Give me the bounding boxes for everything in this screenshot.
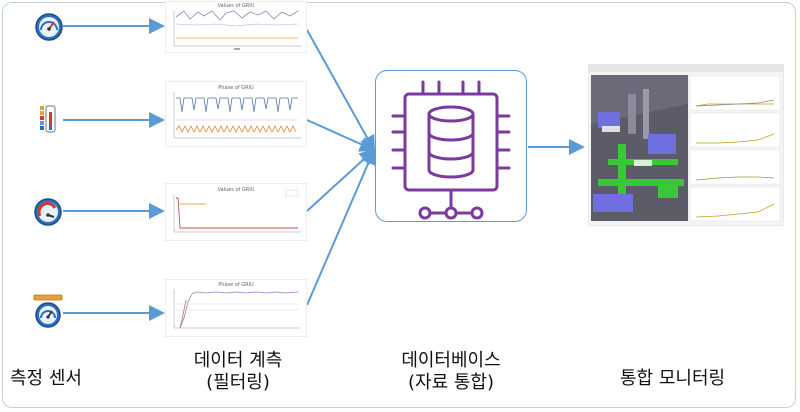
label-monitor: 통합 모니터링 [620, 368, 726, 389]
acquisition-plot-4: Phase of GRIU [166, 280, 306, 336]
speedometer-gauge-icon [35, 13, 63, 41]
plot-series [175, 23, 299, 27]
plot-title: Values of GRIU [218, 3, 255, 9]
monitoring-screenshot [588, 64, 784, 226]
label-acquisition: 데이터 계측 (필터링) [176, 350, 300, 394]
acquisition-plot-3: Values of GRIU [166, 184, 306, 240]
plot-series [179, 291, 299, 329]
gauge-with-sensor-bar-icon [33, 294, 63, 328]
plot-series [175, 125, 297, 133]
database-chip-icon [391, 80, 511, 220]
arrow-plot3-to-db [306, 148, 376, 212]
label-database-line2: (자료 통합) [407, 372, 494, 393]
plot-title: Phase of GRIU [218, 85, 254, 91]
label-acquisition-line1: 데이터 계측 [193, 350, 283, 371]
arrow-plot4-to-db [306, 148, 376, 306]
plot-series [176, 97, 298, 113]
label-sensor: 측정 센서 [10, 368, 82, 389]
acquisition-plot-1: Values of GRIU [166, 2, 306, 52]
label-database: 데이터베이스 (자료 통합) [376, 350, 526, 394]
diagram-frame [2, 2, 796, 408]
plot-title: Values of GRIU [218, 187, 255, 193]
plot-series [176, 197, 298, 229]
acquisition-plot-2: Phase of GRIU [166, 82, 306, 146]
plot-series [179, 299, 187, 329]
arrow-plot1-to-db [306, 29, 375, 152]
thermometer-icon [40, 105, 56, 133]
pressure-gauge-icon [34, 198, 62, 226]
plot-series [175, 10, 299, 21]
label-acquisition-line2: (필터링) [206, 372, 270, 393]
plot-title: Phase of GRIU [218, 282, 254, 288]
label-database-line1: 데이터베이스 [401, 350, 501, 371]
arrow-plot2-to-db [306, 119, 376, 152]
